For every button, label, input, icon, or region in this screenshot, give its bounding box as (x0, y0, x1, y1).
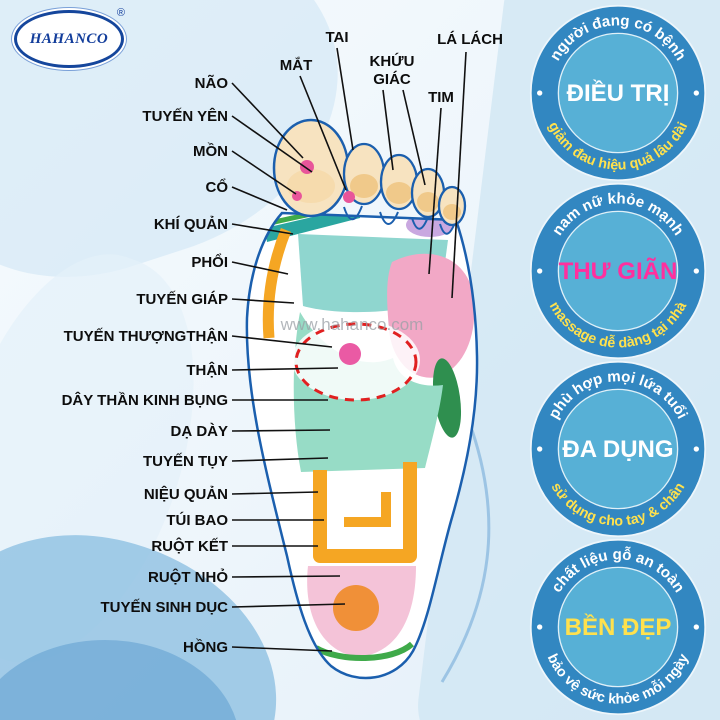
sparkle-icon (693, 446, 699, 452)
label-khuu-giac-line2: GIÁC (373, 71, 411, 88)
label-tuyen-sinh-duc: TUYẾN SINH DỤC (100, 599, 228, 616)
label-hong: HỒNG (183, 638, 228, 656)
label-nieu-quan: NIỆU QUẢN (144, 485, 228, 503)
label-ruot-ket: RUỘT KẾT (151, 537, 228, 555)
label-da-day: DẠ DÀY (170, 423, 228, 440)
label-co: CỔ (206, 178, 229, 196)
label-mon: MỒN (193, 142, 228, 160)
sparkle-icon (693, 624, 699, 630)
left-labels: NÃO TUYẾN YÊN MỒN CỔ KHÍ QUẢN PHỔI TUYẾN… (62, 74, 229, 656)
leader-line (231, 335, 333, 348)
zone-hip-line (314, 641, 415, 662)
leader-line (382, 89, 394, 171)
label-la-lach: LÁ LÁCH (437, 31, 503, 48)
label-ruot-nho: RUỘT NHỎ (148, 568, 228, 586)
toe-5-pad (443, 204, 461, 220)
label-tuyen-thuong-than: TUYẾN THƯỢNGTHẬN (64, 327, 228, 345)
zone-adrenal-dot (339, 343, 361, 365)
sparkle-icon (537, 90, 543, 96)
label-tuyen-tuy: TUYẾN TỤY (143, 453, 228, 470)
zone-colon (313, 462, 417, 563)
badge-center-label: THƯ GIÃN (559, 257, 678, 285)
leader-line (231, 429, 331, 432)
sparkle-icon (693, 268, 699, 274)
foot-reflexology-diagram: www.hahanco.com (62, 29, 503, 683)
leader-line (336, 47, 354, 151)
leader-line (231, 82, 304, 159)
badge-da-dung: phù hợp mọi lứa tuổi sử dụng cho tay & c… (529, 360, 707, 538)
badge-dieu-tri: người đang có bệnh giảm đau hiệu quả lâu… (529, 4, 707, 182)
zone-gonad (333, 585, 379, 631)
watermark: www.hahanco.com (280, 315, 424, 334)
label-than: THẬN (186, 361, 228, 379)
sparkle-icon (537, 624, 543, 630)
label-day-than-kinh-bung: DÂY THẦN KINH BỤNG (62, 391, 228, 409)
label-khuu-giac-line1: KHỨU (370, 52, 415, 70)
label-tim: TIM (428, 89, 454, 106)
leader-line (231, 367, 339, 371)
badge-center-label: BỀN ĐẸP (565, 613, 672, 641)
sparkle-icon (537, 268, 543, 274)
leader-line (231, 491, 319, 495)
label-phoi: PHỔI (191, 253, 228, 271)
brand-name: HAHANCO (29, 30, 109, 47)
brand-logo: HAHANCO ® (14, 7, 125, 68)
badge-ben-dep: chất liệu gỗ an toàn bảo vệ sức khỏe mỗi… (529, 538, 707, 716)
badge-thu-gian: nam nữ khỏe mạnh massage dễ dàng tại nhà… (529, 182, 707, 360)
label-khi-quan: KHÍ QUẢN (154, 216, 228, 233)
benefit-badges: người đang có bệnh giảm đau hiệu quả lâu… (520, 4, 718, 716)
badge-center-label: ĐA DỤNG (562, 436, 673, 463)
label-tui-bao: TÚI BAO (166, 511, 228, 529)
label-mat: MẮT (280, 56, 313, 74)
toe-web-line (379, 211, 399, 225)
toe-3-pad (386, 182, 412, 204)
label-tai: TAI (325, 29, 348, 46)
sparkle-icon (693, 90, 699, 96)
top-labels: TAI MẮT KHỨU GIÁC LÁ LÁCH TIM (280, 29, 503, 106)
reflex-dot-eye (343, 191, 355, 203)
leader-line (231, 575, 341, 578)
label-nao: NÃO (195, 74, 229, 92)
registered-mark: ® (116, 7, 125, 19)
label-tuyen-yen: TUYẾN YÊN (142, 107, 228, 125)
leader-line (231, 457, 329, 462)
zone-small-intestine (344, 492, 391, 527)
badge-center-label: ĐIỀU TRỊ (567, 79, 670, 107)
toe-4-pad (417, 192, 439, 212)
label-tuyen-giap: TUYẾN GIÁP (136, 291, 228, 308)
sparkle-icon (537, 446, 543, 452)
